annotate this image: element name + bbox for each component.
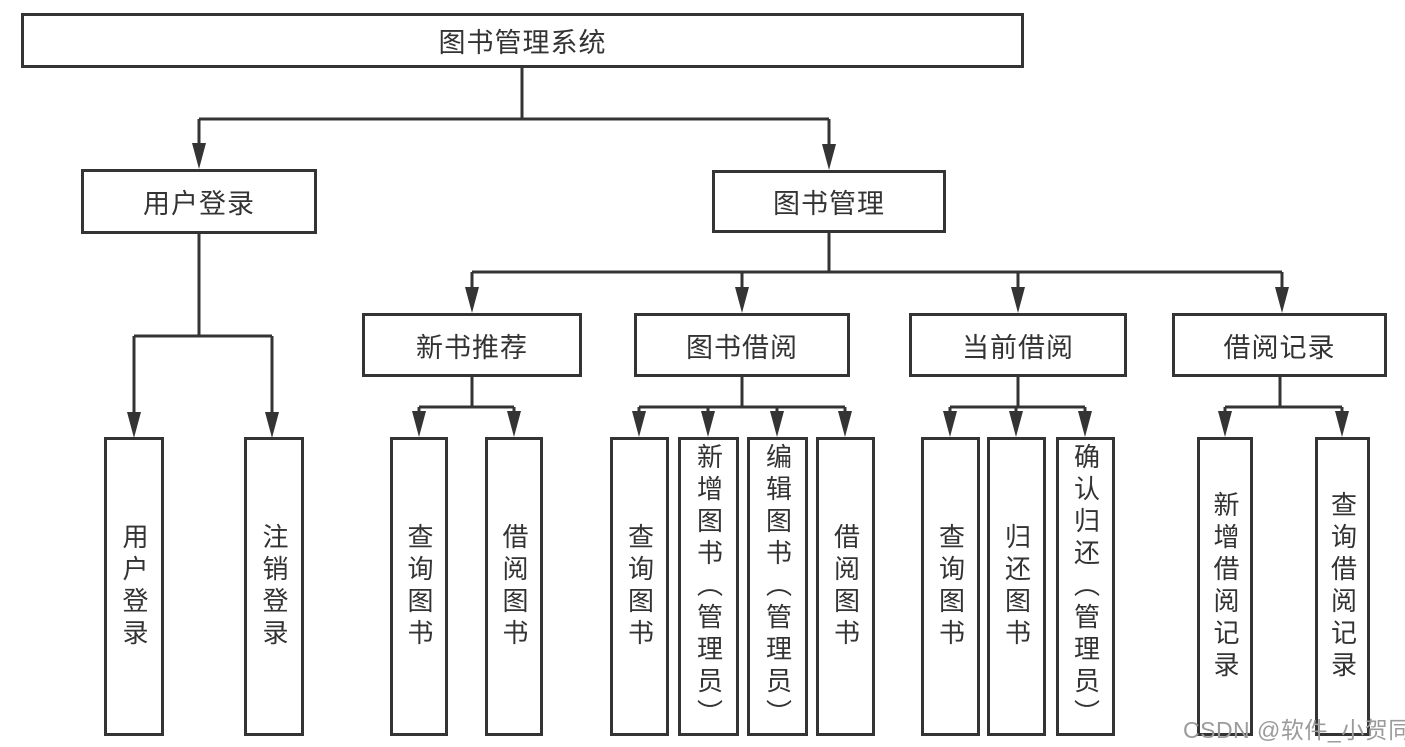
- leaf-confirm-return-admin: 确认归还（管理员）: [1056, 437, 1115, 736]
- node-book-borrowing: 图书借阅: [634, 313, 850, 377]
- leaf-borrow-books-recommend: 借阅图书: [485, 437, 543, 736]
- watermark: CSDN @软件_小贺同学: [1183, 717, 1405, 743]
- leaf-label: 注销登录: [259, 522, 289, 651]
- leaf-user-login: 用户登录: [104, 437, 164, 736]
- node-current-borrowing: 当前借阅: [909, 313, 1127, 377]
- leaf-query-borrow-record: 查询借阅记录: [1315, 437, 1370, 736]
- arrowhead: [465, 287, 479, 313]
- leaf-borrow-books: 借阅图书: [816, 437, 875, 736]
- leaf-label: 确认归还（管理员）: [1070, 442, 1101, 731]
- node-user-login: 用户登录: [81, 169, 317, 234]
- leaf-label: 归还图书: [1001, 522, 1032, 651]
- arrowhead: [192, 143, 206, 169]
- node-library-system: 图书管理系统: [21, 13, 1024, 68]
- arrowhead: [265, 412, 279, 438]
- leaf-label: 查询图书: [624, 522, 655, 651]
- leaf-label: 借阅图书: [499, 522, 529, 651]
- node-label: 借阅记录: [1223, 332, 1336, 363]
- arrowhead: [822, 144, 836, 170]
- arrowhead: [412, 411, 426, 437]
- leaf-label: 编辑图书（管理员）: [762, 442, 793, 731]
- node-label: 图书管理: [773, 189, 885, 219]
- leaf-label: 查询借阅记录: [1327, 490, 1358, 683]
- arrowhead: [507, 411, 521, 437]
- node-book-management: 图书管理: [712, 170, 946, 233]
- arrowhead: [735, 287, 749, 313]
- arrowhead: [127, 412, 141, 438]
- arrowhead: [632, 411, 646, 437]
- arrowhead: [770, 411, 784, 437]
- node-label: 用户登录: [143, 189, 255, 219]
- node-label: 新书推荐: [416, 332, 528, 363]
- node-new-book-recommend: 新书推荐: [362, 313, 582, 377]
- leaf-logout: 注销登录: [244, 437, 304, 736]
- arrowhead: [1275, 287, 1289, 313]
- arrowhead: [943, 411, 957, 437]
- arrowhead: [1011, 287, 1025, 313]
- leaf-query-books-current: 查询图书: [921, 437, 980, 736]
- leaf-add-borrow-record: 新增借阅记录: [1197, 437, 1253, 736]
- leaf-query-books-recommend: 查询图书: [390, 437, 448, 736]
- leaf-label: 借阅图书: [830, 522, 861, 651]
- leaf-label: 用户登录: [119, 522, 149, 651]
- node-label: 图书管理系统: [438, 28, 607, 58]
- node-borrowing-records: 借阅记录: [1172, 313, 1387, 377]
- arrowhead: [701, 411, 715, 437]
- arrowhead: [1335, 411, 1349, 437]
- node-label: 当前借阅: [962, 332, 1074, 363]
- leaf-query-books-borrowing: 查询图书: [610, 437, 669, 736]
- arrowhead: [1078, 411, 1092, 437]
- leaf-edit-book-admin: 编辑图书（管理员）: [747, 437, 808, 736]
- arrowhead: [838, 411, 852, 437]
- leaf-label: 新增图书（管理员）: [693, 442, 724, 731]
- arrowheads: [127, 143, 1349, 438]
- arrowhead: [1009, 411, 1023, 437]
- leaf-label: 查询图书: [935, 522, 966, 651]
- leaf-label: 查询图书: [404, 522, 434, 651]
- node-label: 图书借阅: [686, 332, 798, 363]
- leaf-add-book-admin: 新增图书（管理员）: [678, 437, 739, 736]
- leaf-label: 新增借阅记录: [1210, 490, 1240, 683]
- leaf-return-books: 归还图书: [987, 437, 1046, 736]
- arrowhead: [1218, 411, 1232, 437]
